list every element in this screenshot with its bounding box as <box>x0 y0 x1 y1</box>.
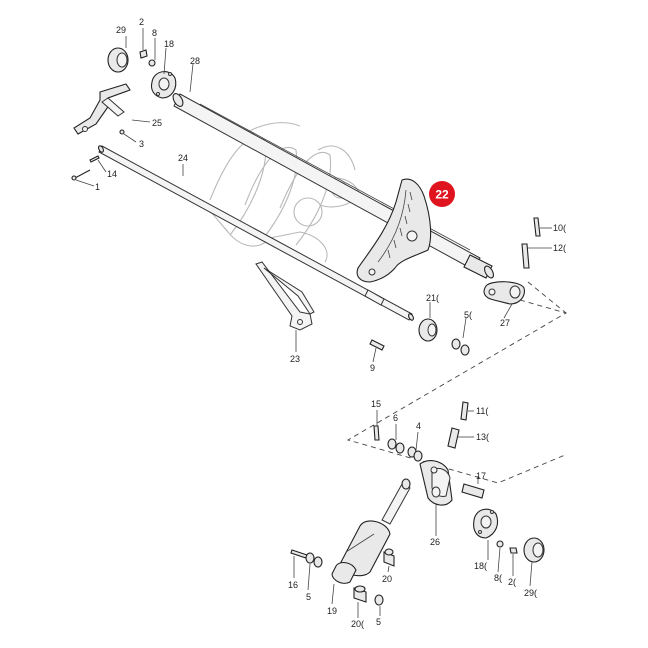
segment-plate <box>356 178 432 283</box>
label-5-lower-a: 5 <box>306 592 311 602</box>
callout-labels: 29 2 8 18 28 25 3 24 14 1 10( 12( 21( 5(… <box>95 17 566 629</box>
label-25: 25 <box>152 118 162 128</box>
label-19: 19 <box>327 606 337 616</box>
stay-bracket <box>255 261 315 331</box>
bolt-15 <box>373 425 380 441</box>
label-3: 3 <box>139 139 144 149</box>
label-12: 12( <box>553 243 566 253</box>
cylinder-19 <box>331 478 411 584</box>
label-4: 4 <box>416 421 421 431</box>
highlight-badge <box>429 181 455 207</box>
washers-5-lower <box>305 552 384 606</box>
leader-lines <box>75 28 552 618</box>
bracket-26 <box>419 460 453 506</box>
bearing-lower <box>523 537 545 563</box>
bearing-top <box>107 47 129 73</box>
label-16: 16 <box>288 580 298 590</box>
flange-top <box>150 71 177 99</box>
label-8-lower: 8( <box>494 573 502 583</box>
pin-13 <box>447 427 460 449</box>
hardware-top <box>71 49 156 181</box>
label-20-a: 20 <box>382 574 392 584</box>
bolt-2-lower <box>509 547 518 554</box>
label-5-lower-b: 5 <box>376 617 381 627</box>
assembly-dashed-lines <box>346 281 568 484</box>
nut-8-lower <box>496 540 504 548</box>
washers-6 <box>387 438 405 454</box>
pin-11 <box>460 401 469 421</box>
label-21: 21( <box>426 293 439 303</box>
label-18-lower: 18( <box>474 561 487 571</box>
label-9: 9 <box>370 363 375 373</box>
pin-10 <box>533 217 541 237</box>
lever-27 <box>483 281 525 305</box>
label-6: 6 <box>393 413 398 423</box>
washers-4 <box>407 446 423 462</box>
label-8-top: 8 <box>152 28 157 38</box>
pin-12 <box>521 243 530 269</box>
label-29-lower: 29( <box>524 588 537 598</box>
roller-21 <box>418 318 438 342</box>
washers-5-upper <box>451 338 470 356</box>
label-11: 11( <box>476 406 488 416</box>
label-10: 10( <box>553 223 566 233</box>
pin-9 <box>369 339 385 351</box>
highlight-badge-label: 22 <box>435 188 449 202</box>
flange-lower <box>473 508 499 539</box>
label-26: 26 <box>430 537 440 547</box>
label-23: 23 <box>290 354 300 364</box>
label-5-upper: 5( <box>464 310 472 320</box>
label-28: 28 <box>190 56 200 66</box>
label-13: 13( <box>476 432 489 442</box>
label-15: 15 <box>371 399 381 409</box>
label-24: 24 <box>178 153 188 163</box>
label-2-lower: 2( <box>508 577 516 587</box>
label-18-top: 18 <box>164 39 174 49</box>
label-20-b: 20( <box>351 619 364 629</box>
label-1: 1 <box>95 182 100 192</box>
label-29-top: 29 <box>116 25 126 35</box>
highlight-callout-22: 22 <box>429 181 455 207</box>
fitting-20-b <box>353 585 367 603</box>
lever-bracket <box>73 83 131 135</box>
label-14: 14 <box>107 169 117 179</box>
label-27: 27 <box>500 318 510 328</box>
label-17: 17 <box>476 471 486 481</box>
long-rod <box>97 145 415 321</box>
pin-17 <box>461 483 485 499</box>
fitting-20-a <box>383 548 395 567</box>
label-2-top: 2 <box>139 17 144 27</box>
